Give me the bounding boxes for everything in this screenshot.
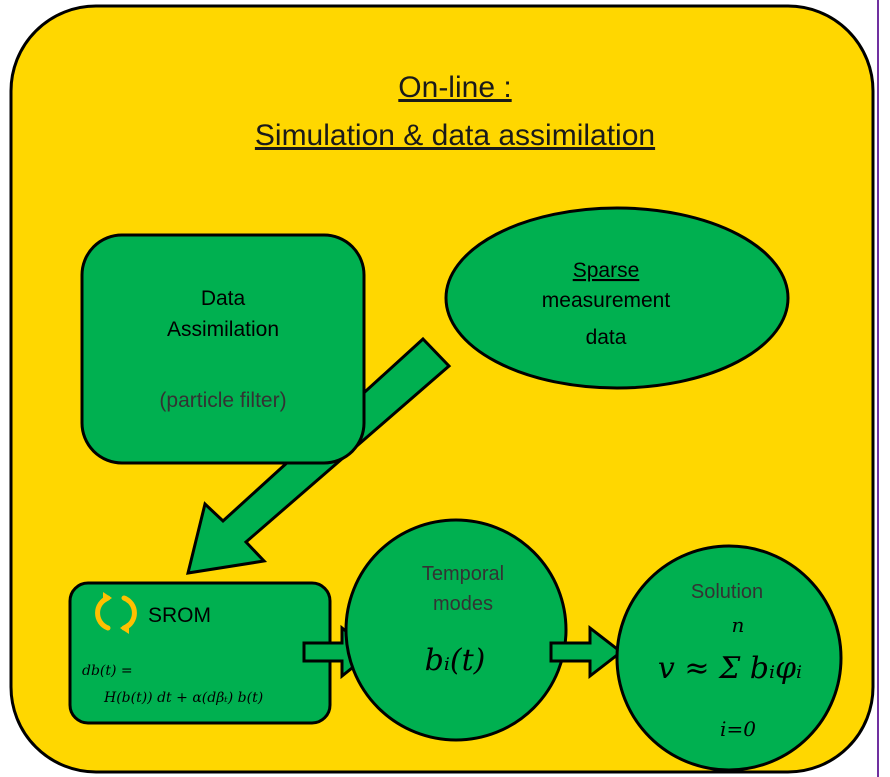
temporal-modes-circle bbox=[344, 518, 568, 742]
data-assimilation-box bbox=[80, 233, 366, 465]
panel-title-line2: Simulation & data assimilation bbox=[255, 119, 655, 152]
solution-circle bbox=[615, 544, 843, 772]
temporal-modes-line2: modes bbox=[433, 593, 493, 615]
data-assimilation-line1: Data bbox=[201, 287, 246, 310]
srom-equation-line2: H(b(t)) dt + α(dβₜ) b(t) bbox=[103, 690, 263, 706]
data-assimilation-line2: Assimilation bbox=[167, 318, 279, 341]
srom-equation-line1: db(t) = bbox=[82, 663, 133, 679]
solution-sum-lower: i=0 bbox=[720, 717, 756, 741]
solution-formula: v ≈ Σ bᵢφᵢ bbox=[658, 651, 802, 686]
temporal-modes-formula: bᵢ(t) bbox=[425, 643, 486, 678]
sparse-data-ellipse bbox=[444, 206, 790, 390]
sparse-line3: data bbox=[586, 326, 627, 349]
sparse-line1: Sparse bbox=[573, 259, 640, 282]
sparse-line2: measurement bbox=[542, 289, 671, 312]
panel-title-line1: On-line : bbox=[398, 71, 511, 104]
data-assimilation-sub: (particle filter) bbox=[159, 389, 286, 412]
refresh-icon bbox=[95, 592, 137, 634]
solution-label: Solution bbox=[691, 581, 763, 603]
temporal-modes-line1: Temporal bbox=[422, 563, 504, 585]
arrow-temporal-to-solution bbox=[549, 624, 624, 680]
srom-label: SROM bbox=[148, 604, 211, 627]
solution-sum-upper: n bbox=[732, 613, 745, 637]
